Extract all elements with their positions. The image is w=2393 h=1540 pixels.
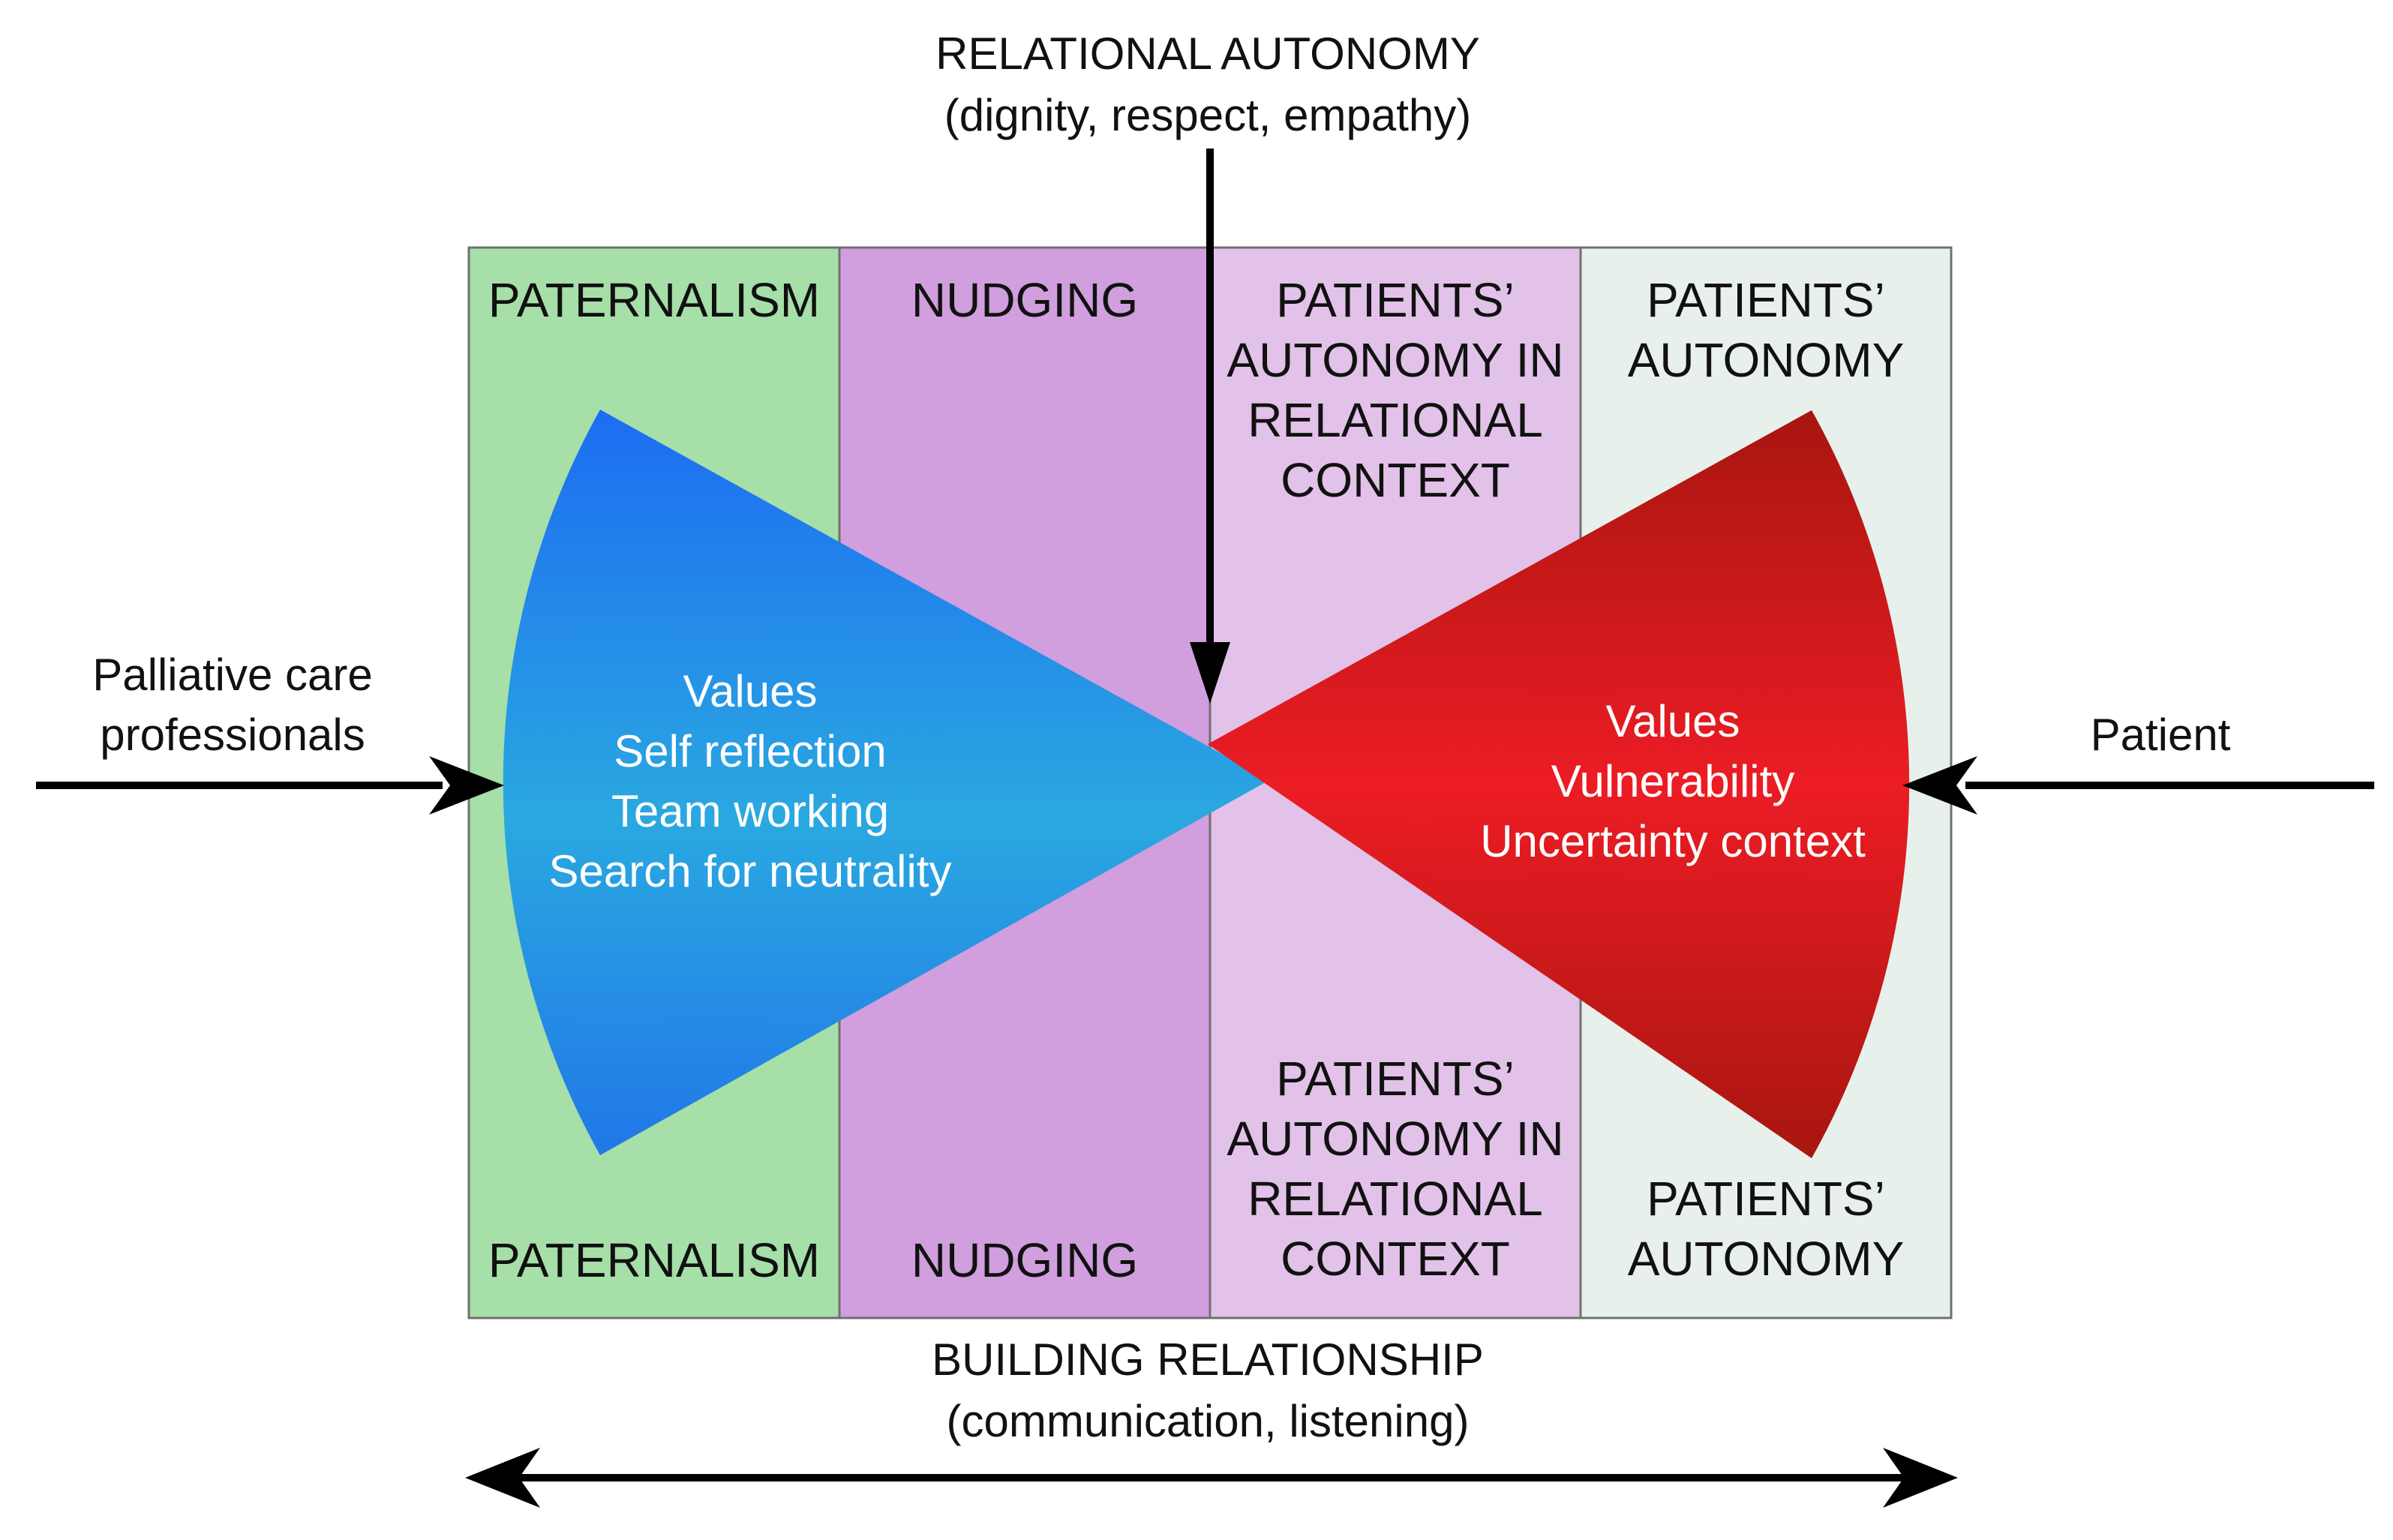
zone-paternalism-top-label: PATERNALISM (488, 273, 820, 327)
zone-paternalism-bottom-label: PATERNALISM (488, 1233, 820, 1287)
zone-relational-autonomy-top-label: PATIENTS’ AUTONOMY IN RELATIONAL CONTEXT (1227, 273, 1563, 507)
svg-text:AUTONOMY: AUTONOMY (1628, 1232, 1905, 1286)
svg-text:RELATIONAL: RELATIONAL (1248, 393, 1543, 447)
svg-text:PATIENTS’: PATIENTS’ (1276, 273, 1515, 327)
zone-patients-autonomy-bottom-label: PATIENTS’ AUTONOMY (1628, 1172, 1905, 1286)
zone-nudging-bottom-label: NUDGING (911, 1233, 1138, 1287)
patient-item: Values (1605, 696, 1740, 746)
relational-autonomy-arrow (1190, 149, 1230, 704)
professional-input-arrow (36, 756, 504, 815)
patient-label: Patient (2091, 710, 2231, 760)
svg-text:Palliative care: Palliative care (92, 650, 373, 700)
svg-text:CONTEXT: CONTEXT (1281, 1232, 1510, 1286)
patient-item: Uncertainty context (1480, 816, 1866, 866)
zone-patients-autonomy-top-label: PATIENTS’ AUTONOMY (1628, 273, 1905, 387)
patient-wedge-items: Values Vulnerability Uncertainty context (1480, 696, 1866, 866)
professional-wedge-items: Values Self reflection Team working Sear… (549, 666, 952, 896)
professional-item: Search for neutrality (549, 846, 952, 896)
professional-item: Self reflection (614, 726, 887, 776)
professional-wedge (503, 410, 1269, 1155)
svg-text:AUTONOMY IN: AUTONOMY IN (1227, 1112, 1563, 1166)
svg-text:PATIENTS’: PATIENTS’ (1276, 1052, 1515, 1106)
svg-text:PATIENTS’: PATIENTS’ (1647, 1172, 1885, 1226)
building-relationship-title: BUILDING RELATIONSHIP (932, 1334, 1484, 1385)
building-relationship-subtitle: (communication, listening) (947, 1396, 1470, 1446)
patient-wedge (1208, 410, 1910, 1158)
patient-input-arrow (1902, 756, 2374, 815)
svg-text:CONTEXT: CONTEXT (1281, 453, 1510, 507)
svg-text:professionals: professionals (100, 710, 365, 760)
patient-item: Vulnerability (1551, 756, 1795, 806)
professional-item: Team working (611, 786, 889, 836)
building-relationship-arrow (465, 1448, 1958, 1508)
svg-text:AUTONOMY IN: AUTONOMY IN (1227, 333, 1563, 387)
professionals-label: Palliative care professionals (92, 650, 373, 760)
svg-text:PATIENTS’: PATIENTS’ (1647, 273, 1885, 327)
relational-autonomy-subtitle: (dignity, respect, empathy) (944, 90, 1472, 140)
professional-item: Values (683, 666, 817, 716)
svg-text:RELATIONAL: RELATIONAL (1248, 1172, 1543, 1226)
svg-text:AUTONOMY: AUTONOMY (1628, 333, 1905, 387)
relational-autonomy-title: RELATIONAL AUTONOMY (935, 29, 1480, 79)
zone-relational-autonomy-bottom-label: PATIENTS’ AUTONOMY IN RELATIONAL CONTEXT (1227, 1052, 1563, 1286)
zone-nudging-top-label: NUDGING (911, 273, 1138, 327)
